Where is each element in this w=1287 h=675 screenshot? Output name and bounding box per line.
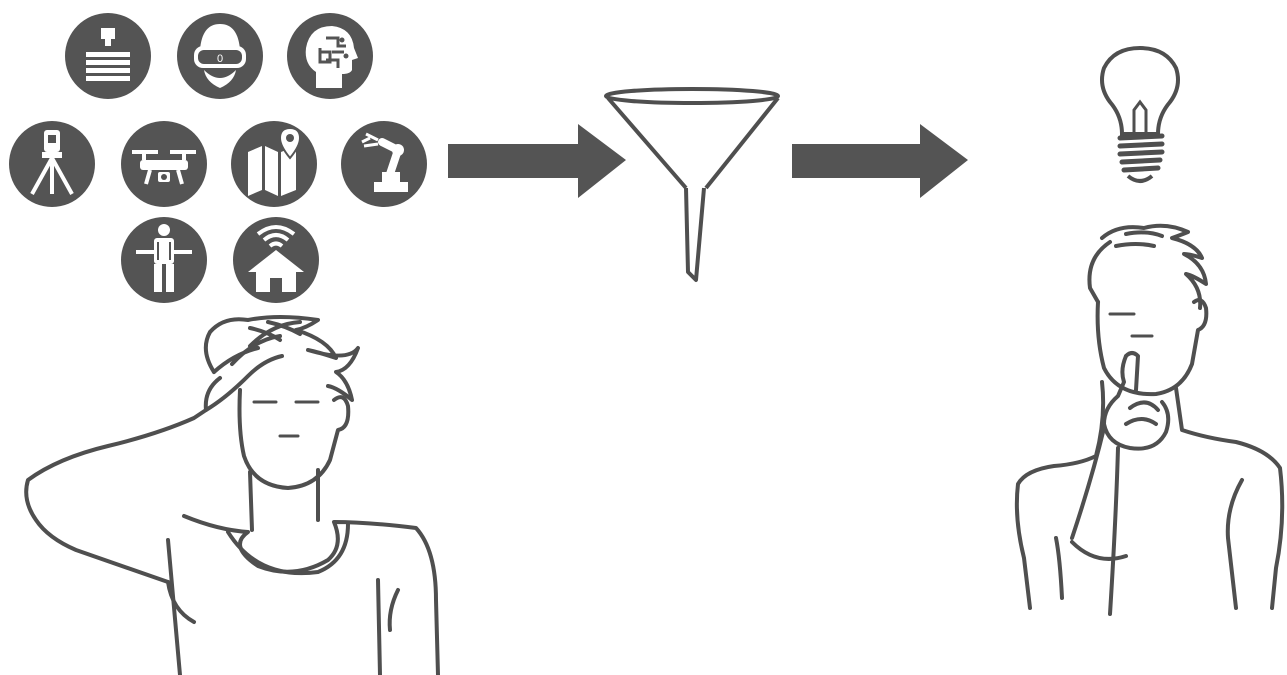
drone-icon (120, 120, 208, 208)
thinking-person-illustration (1006, 218, 1287, 618)
3d-printing-icon (64, 12, 152, 100)
confused-person-illustration (18, 310, 458, 675)
smart-home-icon (232, 216, 320, 304)
vr-lens-digit: 0 (217, 53, 223, 65)
funnel-illustration (600, 86, 786, 286)
robot-arm-icon (340, 120, 428, 208)
worker-exoskeleton-icon (120, 216, 208, 304)
arrow-to-idea (790, 122, 974, 200)
lightbulb-idea-icon (1094, 44, 1186, 194)
ai-head-icon (286, 12, 374, 100)
map-location-icon (230, 120, 318, 208)
vr-headset-icon: 0 (176, 12, 264, 100)
surveying-total-station-icon (8, 120, 96, 208)
